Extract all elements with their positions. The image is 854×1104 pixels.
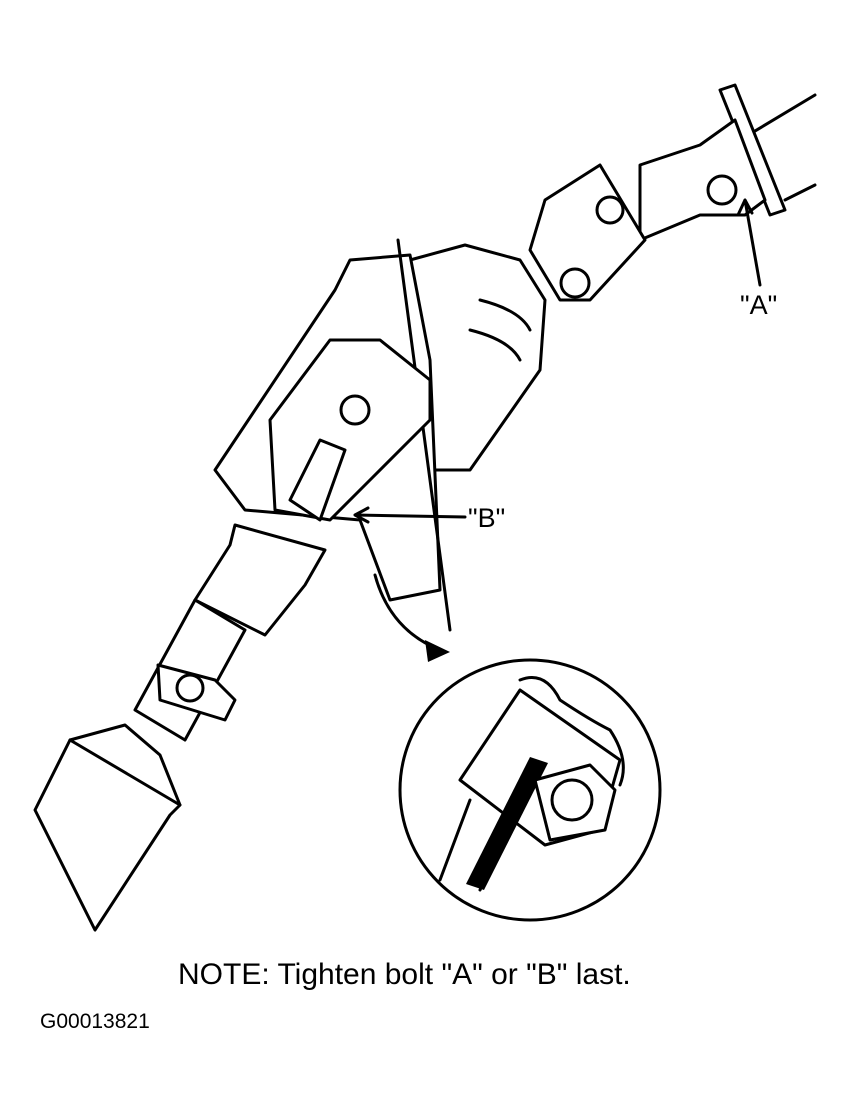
universal-joint-upper — [528, 163, 647, 302]
note-text: NOTE: Tighten bolt "A" or "B" last. — [178, 958, 631, 991]
universal-joint-lower — [268, 338, 432, 522]
leader-a — [736, 198, 762, 287]
bolt-a — [706, 174, 738, 206]
label-bolt-a: "A" — [740, 290, 778, 320]
gearbox-tube — [33, 723, 182, 932]
intermediate-shaft — [133, 523, 327, 742]
label-bolt-b: "B" — [468, 503, 506, 533]
detail-view — [398, 658, 662, 922]
steering-column-upper — [638, 83, 817, 242]
leader-b — [353, 506, 467, 524]
figure-id: G00013821 — [40, 1010, 150, 1033]
